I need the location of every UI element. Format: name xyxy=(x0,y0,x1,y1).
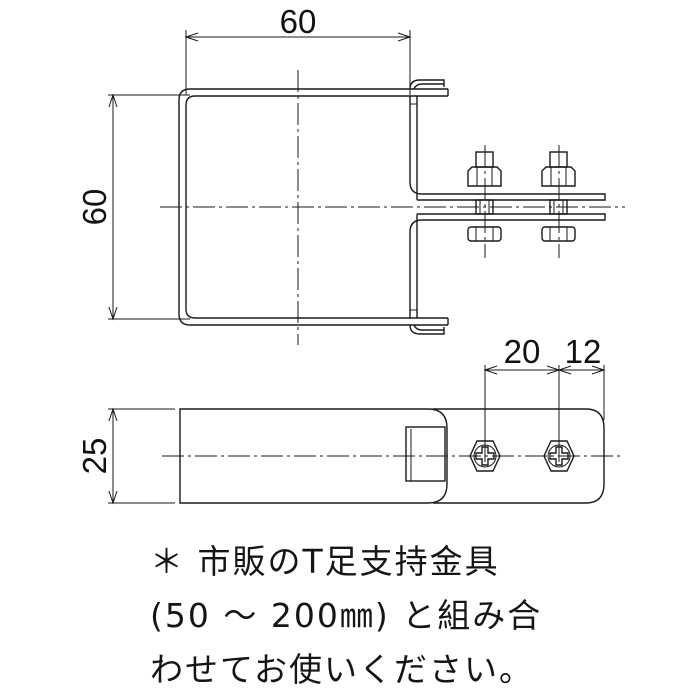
side-view: 20 12 25 xyxy=(76,333,620,505)
screw-2 xyxy=(543,440,575,472)
note-line-1: ＊ 市販のT足支持金具 xyxy=(150,542,500,581)
width-dimension: 60 xyxy=(184,3,412,95)
height-dim-label: 60 xyxy=(76,189,113,226)
height-dimension: 60 xyxy=(76,93,190,321)
bolt-1 xyxy=(467,145,502,258)
top-view: 60 60 xyxy=(76,3,625,345)
bolt-pitch-dimension: 20 12 xyxy=(483,333,606,462)
note-line-2: (50 ～ 200㎜) と組み合 xyxy=(150,596,543,635)
note-line-3: わせてお使いください。 xyxy=(150,650,535,689)
edge-distance-label: 12 xyxy=(565,333,602,370)
side-height-dimension: 25 xyxy=(76,407,175,505)
screw-1 xyxy=(469,440,501,472)
width-dim-label: 60 xyxy=(280,3,317,40)
bracket-tab xyxy=(405,426,446,482)
bolt-2 xyxy=(541,145,576,258)
bolt-pitch-label: 20 xyxy=(504,333,541,370)
side-height-label: 25 xyxy=(76,438,113,475)
bracket-body xyxy=(179,408,448,504)
